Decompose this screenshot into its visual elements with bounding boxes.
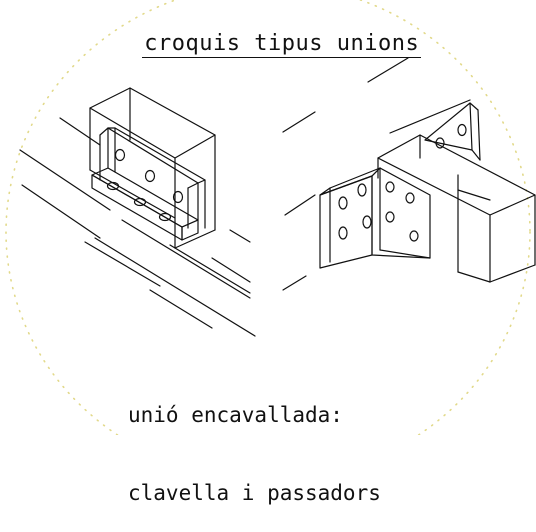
joint-sketch-drawing [5,0,536,435]
caption-line-1: unió encavallada: [128,403,343,427]
dotted-circle-frame [5,0,531,435]
right-joint-sketch [282,57,536,291]
sketch-title-text: croquis tipus unions [142,31,422,58]
caption-line-2: clavella i passadors [128,481,381,505]
left-joint-sketch [19,87,256,337]
sketch-caption: unió encavallada: clavella i passadors [128,350,381,532]
sketch-title: croquis tipus unions [0,6,536,58]
